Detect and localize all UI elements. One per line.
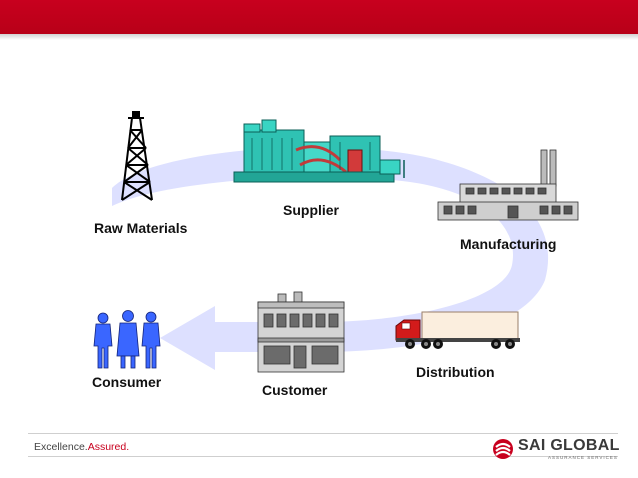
factory-icon — [437, 149, 579, 221]
logo-mark-icon — [493, 439, 513, 459]
sai-global-logo: SAI GLOBAL ASSURANCE SERVICES — [492, 436, 620, 464]
tagline-accent: Assured. — [87, 441, 130, 453]
truck-icon — [395, 311, 520, 349]
header-shadow — [0, 34, 638, 40]
footer-divider-bottom — [28, 456, 618, 457]
oil-derrick-icon — [121, 111, 153, 201]
node-label-raw-materials: Raw Materials — [94, 220, 188, 236]
header-bar — [0, 0, 638, 34]
footer-divider-top — [28, 433, 618, 434]
tagline-main: Excellence. — [34, 441, 88, 453]
logo-name: SAI GLOBAL — [518, 437, 620, 454]
footer-tagline: Excellence.Assured. — [34, 441, 129, 453]
industrial-plant-icon — [233, 119, 405, 183]
store-building-icon — [257, 291, 345, 373]
node-label-customer: Customer — [262, 382, 328, 398]
node-label-supplier: Supplier — [283, 202, 340, 218]
node-label-consumer: Consumer — [92, 374, 162, 390]
node-label-manufacturing: Manufacturing — [460, 236, 557, 252]
people-icon — [93, 310, 161, 369]
node-label-distribution: Distribution — [416, 364, 495, 380]
logo-subtitle: ASSURANCE SERVICES — [548, 455, 618, 460]
